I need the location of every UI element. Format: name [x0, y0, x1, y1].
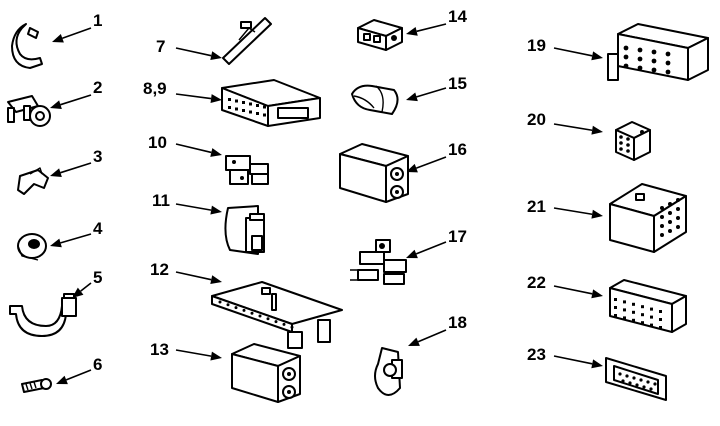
callout-label-7: 7 — [156, 37, 165, 56]
leader-arrow-1 — [52, 27, 92, 43]
latch-connector-icon — [224, 205, 265, 255]
two-pin-housing-icon — [231, 343, 301, 403]
mini-connector-icon — [357, 19, 403, 51]
leader-arrow-22 — [553, 285, 603, 299]
cable-saddle-clamp-icon — [9, 293, 77, 337]
callout-label-16: 16 — [448, 140, 467, 159]
cable-clip-icon — [11, 23, 43, 69]
callout-label-3: 3 — [93, 147, 102, 166]
leader-arrow-6 — [56, 369, 92, 385]
multi-row-connector-icon — [607, 23, 709, 81]
screw-icon — [21, 378, 52, 393]
split-sleeve-icon — [351, 84, 399, 115]
leader-arrow-12 — [175, 271, 222, 285]
callout-label-22: 22 — [527, 273, 546, 292]
leader-arrow-8-9 — [175, 93, 222, 104]
leader-arrow-18 — [408, 329, 447, 346]
leader-arrow-4 — [50, 233, 92, 248]
callout-label-4: 4 — [93, 219, 103, 238]
leader-arrow-23 — [553, 355, 603, 369]
leader-arrow-20 — [553, 123, 603, 135]
leader-arrow-2 — [50, 94, 92, 109]
leader-arrow-16 — [406, 156, 447, 173]
callout-label-18: 18 — [448, 313, 467, 332]
leader-arrow-21 — [553, 207, 603, 219]
snap-clip-icon — [374, 347, 403, 396]
small-connector-icon — [225, 155, 269, 185]
leader-arrow-7 — [175, 47, 222, 61]
callout-label-5: 5 — [93, 268, 102, 287]
leader-arrow-14 — [406, 23, 447, 36]
leader-arrow-19 — [553, 47, 603, 61]
callout-label-13: 13 — [150, 340, 169, 359]
terminal-strip-icon — [211, 281, 343, 349]
locking-clamp-icon — [7, 95, 51, 127]
callout-label-21: 21 — [527, 197, 546, 216]
callout-label-1: 1 — [93, 11, 102, 30]
callout-label-19: 19 — [527, 36, 546, 55]
terminal-block-icon — [350, 239, 407, 285]
leader-arrow-13 — [175, 349, 222, 361]
callout-label-2: 2 — [93, 78, 102, 97]
d-sub-connector-icon — [605, 357, 667, 401]
callout-label-6: 6 — [93, 355, 102, 374]
grommet-icon — [17, 233, 47, 261]
grid-connector-icon — [609, 279, 687, 333]
callout-label-20: 20 — [527, 110, 546, 129]
callout-label-10: 10 — [148, 133, 167, 152]
leader-arrow-17 — [406, 241, 447, 259]
leader-arrow-11 — [175, 203, 222, 215]
callout-label-23: 23 — [527, 345, 546, 364]
callout-label-8-9: 8,9 — [143, 79, 167, 98]
callout-label-17: 17 — [448, 227, 467, 246]
push-clip-icon — [222, 17, 272, 65]
callout-label-15: 15 — [448, 74, 467, 93]
callout-label-11: 11 — [152, 191, 170, 210]
wire-retainer-icon — [17, 167, 49, 195]
callout-label-12: 12 — [150, 260, 169, 279]
two-pin-housing-icon — [339, 143, 409, 203]
twelve-pin-connector-icon — [609, 183, 687, 253]
callout-label-14: 14 — [448, 7, 467, 26]
cube-connector-icon — [615, 121, 651, 161]
leader-arrow-15 — [406, 87, 447, 102]
leader-arrow-10 — [175, 143, 222, 157]
multi-pin-connector-icon — [221, 79, 321, 127]
leader-arrow-3 — [50, 162, 92, 177]
